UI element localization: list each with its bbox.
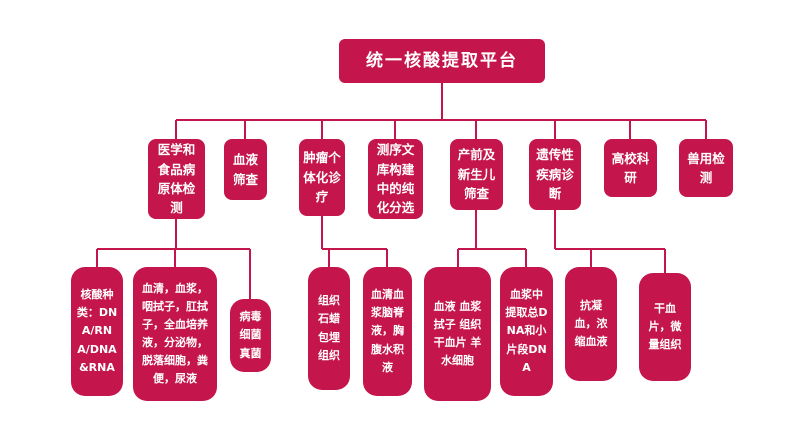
node-blood-plasma-swab-tissue: 血液 血浆 拭子 组织 干血片 羊水细胞 xyxy=(424,267,491,401)
node-medical-food-pathogen-detection: 医学和食品病原体检测 xyxy=(148,139,205,219)
node-tissue-paraffin-embedded: 组织石蜡包埋组织 xyxy=(308,267,350,390)
node-dried-blood-spot-trace-tissue: 干血片，微量组织 xyxy=(639,273,691,381)
node-genetic-disease-diagnosis: 遗传性疾病诊断 xyxy=(529,139,581,210)
node-blood-screening: 血液筛查 xyxy=(224,139,267,200)
node-sample-types-serum-plasma: 血清，血浆，咽拭子，肛拭子，全血培养液，分泌物，脱落细胞，粪便，尿液 xyxy=(133,267,217,401)
node-tumor-personalized-treatment: 肿瘤个体化诊疗 xyxy=(299,139,345,216)
node-anticoagulated-concentrated-blood: 抗凝血，浓缩血液 xyxy=(565,267,617,381)
node-virus-bacteria-fungi: 病毒细菌真菌 xyxy=(230,299,271,372)
node-sequencing-library-purification: 测序文库构建中的纯化分选 xyxy=(368,139,423,219)
node-prenatal-newborn-screening: 产前及新生儿筛查 xyxy=(450,139,503,210)
node-university-research: 高校科研 xyxy=(604,139,657,197)
node-plasma-total-dna-small-fragment: 血浆中提取总DNA和小片段DNA xyxy=(500,267,553,396)
node-serum-plasma-csf-effusion: 血清血浆脑脊液，胸腹水积液 xyxy=(363,267,412,396)
node-nucleic-acid-types: 核酸种类：DNA/RNA/DNA&RNA xyxy=(71,267,123,396)
root-node-unified-nucleic-acid-platform: 统一核酸提取平台 xyxy=(339,39,545,83)
node-veterinary-testing: 兽用检测 xyxy=(679,139,733,197)
